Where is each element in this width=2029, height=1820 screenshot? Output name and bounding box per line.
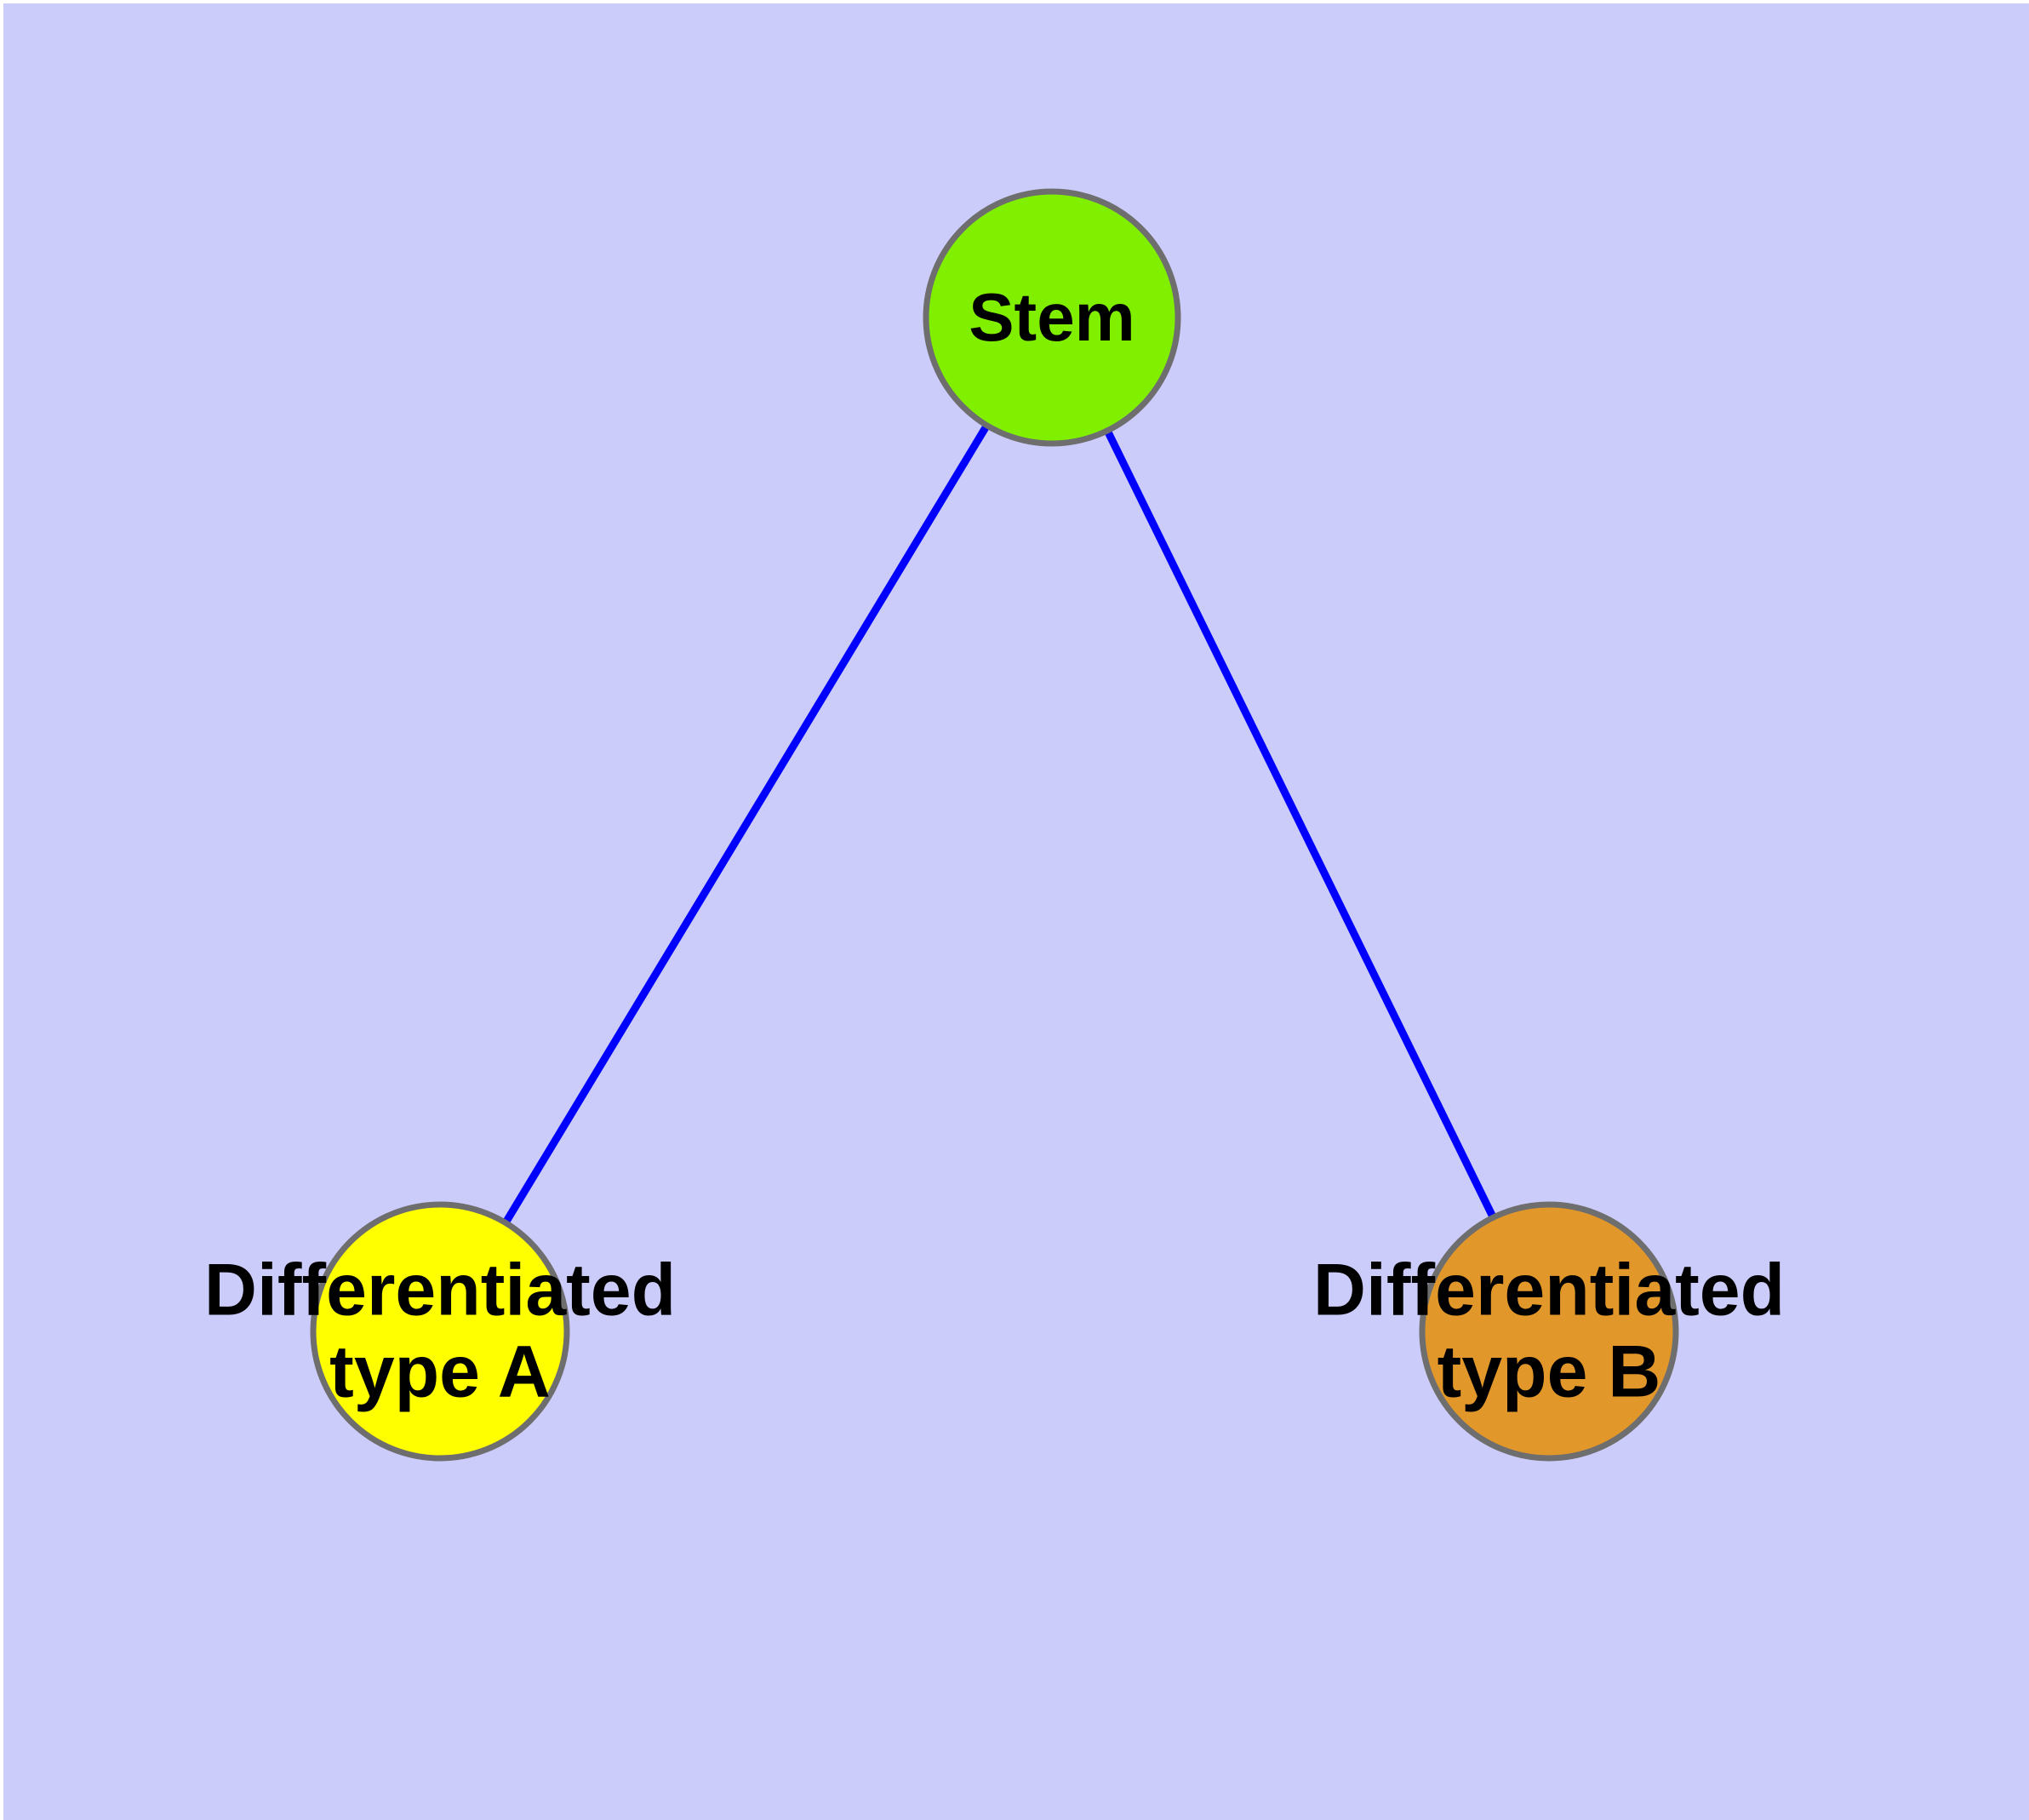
graph-edge [1048, 313, 1553, 1336]
edges-layer [436, 313, 1553, 1336]
graph-edge [436, 313, 1056, 1336]
nodes-layer [310, 188, 1679, 1462]
graph-node-diff_b[interactable] [1419, 1201, 1679, 1462]
graph-node-stem[interactable] [923, 188, 1181, 447]
graph-node-diff_a[interactable] [310, 1201, 570, 1462]
